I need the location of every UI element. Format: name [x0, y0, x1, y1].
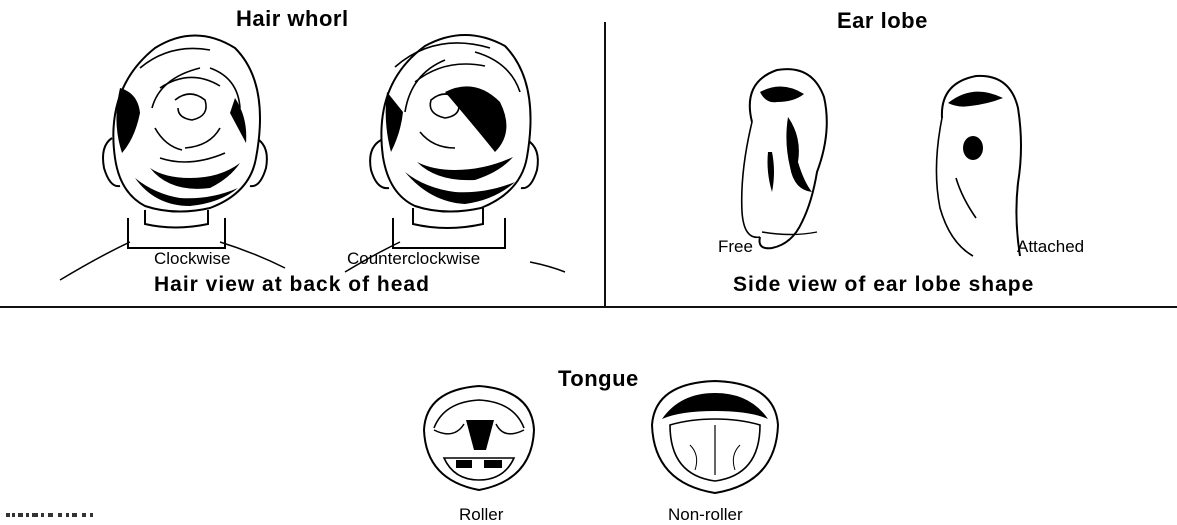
head-back-counterclockwise-icon	[325, 22, 575, 277]
ear-free-lobe-icon	[732, 62, 842, 262]
tongue-non-roller-icon	[640, 375, 790, 500]
head-back-clockwise-icon	[60, 28, 300, 283]
scan-artifact-mark	[6, 510, 116, 520]
ear-lobe-title: Ear lobe	[837, 8, 928, 34]
ear-caption: Side view of ear lobe shape	[733, 273, 1034, 297]
hair-caption: Hair view at back of head	[154, 273, 430, 297]
counterclockwise-label: Counterclockwise	[347, 249, 480, 269]
horizontal-divider	[0, 306, 1177, 308]
free-label: Free	[718, 237, 753, 257]
non-roller-label: Non-roller	[668, 505, 743, 525]
clockwise-label: Clockwise	[154, 249, 231, 269]
vertical-divider	[604, 22, 606, 306]
attached-label: Attached	[1017, 237, 1084, 257]
tongue-roller-icon	[414, 380, 544, 498]
roller-label: Roller	[459, 505, 503, 525]
tongue-title: Tongue	[558, 366, 639, 392]
